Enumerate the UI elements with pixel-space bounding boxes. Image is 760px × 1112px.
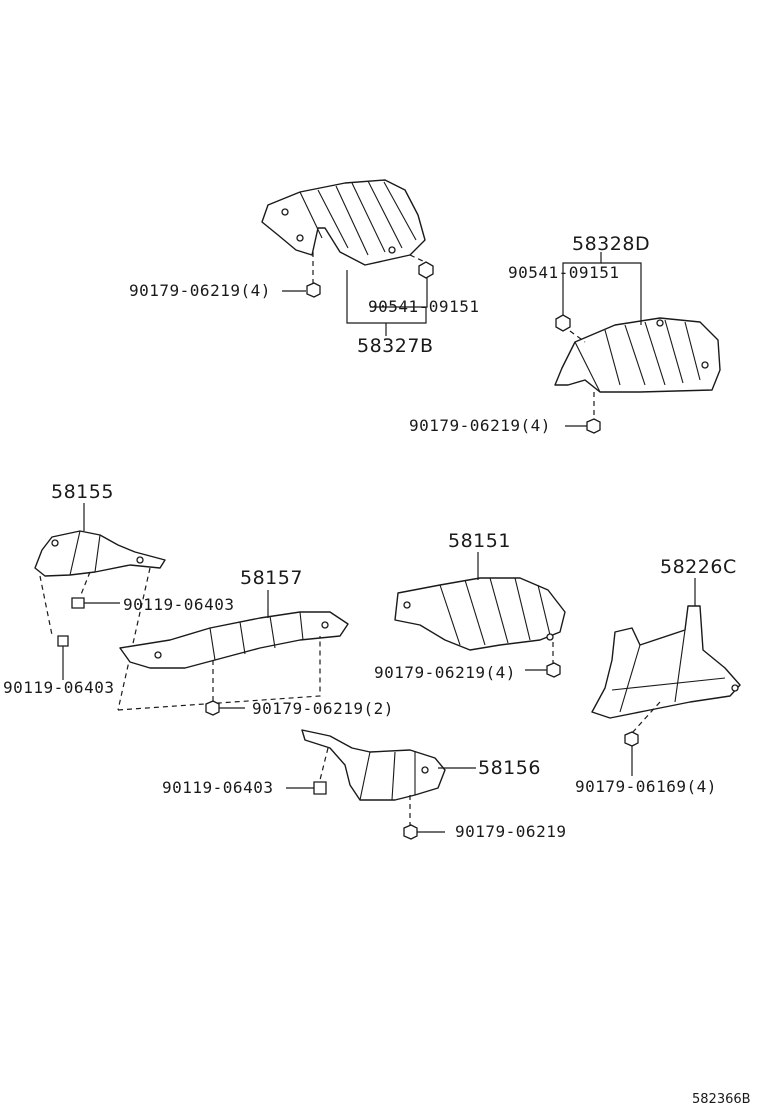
label-fastener-b2: 90179-06219(4) bbox=[409, 416, 551, 435]
label-part-58155: 58155 bbox=[51, 481, 114, 503]
label-fastener-c1: 90119-06403 bbox=[123, 595, 235, 614]
label-fastener-a2: 90541-09151 bbox=[368, 297, 480, 316]
heat-insulator-58328d bbox=[554, 317, 721, 393]
label-fastener-d1: 90179-06219(2) bbox=[252, 699, 394, 718]
nut-90179-g2 bbox=[403, 824, 418, 840]
nut-90179-a bbox=[306, 282, 321, 298]
label-part-58156: 58156 bbox=[478, 757, 541, 779]
heat-insulator-58156 bbox=[301, 729, 446, 801]
nut-90541-a bbox=[418, 261, 434, 279]
label-part-58327b: 58327B bbox=[357, 335, 434, 357]
label-fastener-g2: 90179-06219 bbox=[455, 822, 567, 841]
label-fastener-e1: 90179-06219(4) bbox=[374, 663, 516, 682]
figure-code: 582366B bbox=[692, 1092, 751, 1107]
label-fastener-g1: 90119-06403 bbox=[162, 778, 274, 797]
label-part-58226c: 58226C bbox=[660, 556, 737, 578]
heat-insulator-58151 bbox=[394, 577, 566, 651]
nut-90179-d bbox=[205, 700, 220, 716]
bolt-90119-g1 bbox=[286, 781, 327, 795]
heat-insulator-58327b bbox=[261, 179, 426, 266]
label-part-58157: 58157 bbox=[240, 567, 303, 589]
bolt-90119-c1 bbox=[71, 597, 120, 609]
nut-90179-f bbox=[624, 731, 639, 747]
label-fastener-c2: 90119-06403 bbox=[3, 678, 115, 697]
label-fastener-f1: 90179-06169(4) bbox=[575, 777, 717, 796]
nut-90541-b bbox=[555, 314, 571, 332]
heat-insulator-58157 bbox=[119, 611, 349, 669]
nut-90179-b bbox=[586, 418, 601, 434]
label-fastener-b1: 90541-09151 bbox=[508, 263, 620, 282]
nut-90179-e bbox=[546, 662, 561, 678]
label-part-58328d: 58328D bbox=[572, 233, 651, 255]
label-part-58151: 58151 bbox=[448, 530, 511, 552]
label-fastener-a1: 90179-06219(4) bbox=[129, 281, 271, 300]
heat-insulator-58226c bbox=[591, 605, 741, 719]
heat-insulator-58155 bbox=[34, 530, 166, 577]
bolt-90119-c2 bbox=[57, 635, 69, 680]
